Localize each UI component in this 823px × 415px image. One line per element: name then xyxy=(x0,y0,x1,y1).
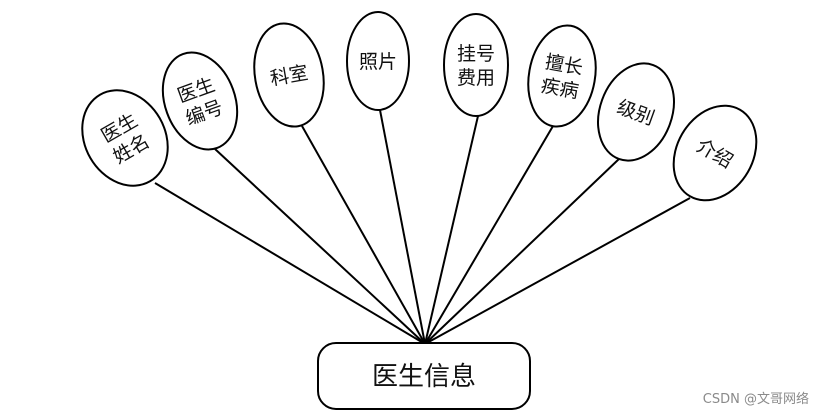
attribute-photo: 照片 xyxy=(346,11,410,111)
attribute-label: 照片 xyxy=(359,51,397,73)
attribute-ellipse xyxy=(672,104,758,202)
entity-label: 医生信息 xyxy=(372,362,476,392)
attribute-introduction: 介绍 xyxy=(672,104,758,202)
attribute-level: 级别 xyxy=(597,62,675,162)
attribute-label: 费用 xyxy=(457,67,495,89)
connector-introduction xyxy=(424,197,691,345)
attribute-group: 医生姓名医生编号科室照片挂号费用擅长疾病级别介绍 xyxy=(81,11,758,202)
attribute-ellipse xyxy=(81,89,169,187)
connector-registration-fee xyxy=(424,115,479,345)
connector-photo xyxy=(379,109,426,345)
attribute-department: 科室 xyxy=(253,22,325,128)
entity-node: 医生信息 xyxy=(317,342,531,410)
connector-doctor-name xyxy=(154,182,426,345)
connector-specialty xyxy=(424,125,554,345)
connector-level xyxy=(424,157,621,345)
attribute-ellipse xyxy=(161,51,239,151)
attribute-ellipse xyxy=(253,22,325,128)
connector-doctor-id xyxy=(214,148,426,345)
connector-lines xyxy=(154,109,691,345)
attribute-ellipse xyxy=(346,11,410,111)
attribute-ellipse xyxy=(443,13,509,117)
connector-department xyxy=(301,125,426,345)
watermark: CSDN @文哥网络 xyxy=(702,392,809,407)
attribute-ellipse xyxy=(597,62,675,162)
attribute-label: 挂号 xyxy=(457,43,495,65)
attribute-ellipse xyxy=(527,24,597,128)
